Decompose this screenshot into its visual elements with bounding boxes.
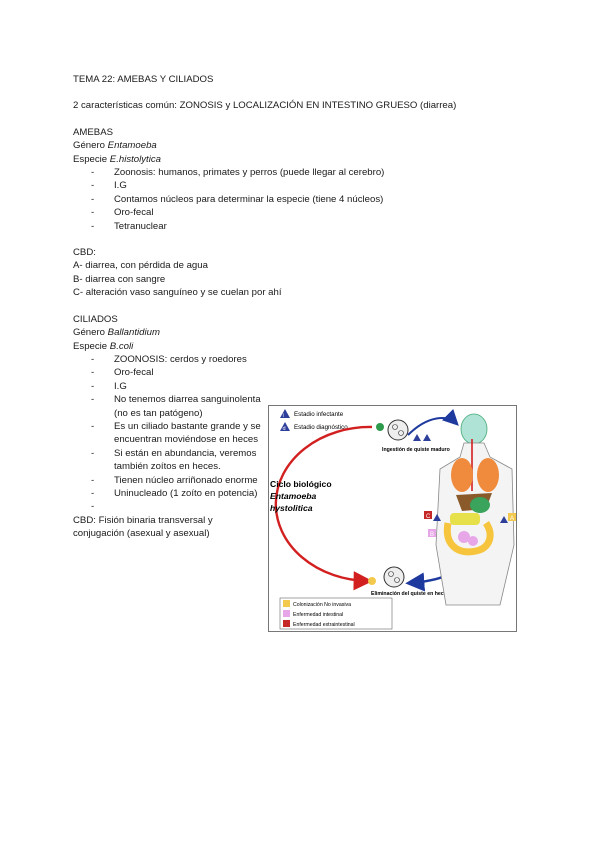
amebas-cbd-b: B- diarrea con sangre [73, 273, 166, 285]
triangle-icon [280, 409, 290, 418]
list-item: Oro-fecal [91, 206, 513, 220]
legend-diagnostic: d Estadio diagnóstico [280, 422, 348, 432]
page-title: TEMA 22: AMEBAS Y CILIADOS [73, 74, 214, 85]
svg-text:Estadio diagnóstico: Estadio diagnóstico [294, 424, 348, 431]
intro-text: 2 características común: ZONOSIS y LOCAL… [73, 100, 457, 112]
svg-text:A: A [510, 516, 514, 522]
svg-text:Estadio infectante: Estadio infectante [294, 411, 344, 418]
ciliados-heading: CILIADOS [73, 313, 118, 325]
ciliados-species: Especie B.coli [73, 340, 134, 352]
ciliados-genus-name: Ballantidium [107, 327, 160, 339]
key-a-label: Colonización No invasiva [293, 602, 351, 608]
list-item: I.G [91, 380, 269, 394]
amebas-cbd-a: A- diarrea, con pérdida de agua [73, 260, 208, 272]
amebas-cbd-heading: CBD: [73, 247, 96, 259]
eliminated-cyst-icon [368, 566, 405, 588]
amebas-genus-name: Entamoeba [107, 140, 157, 152]
amebas-species-name: E.histolytica [109, 153, 161, 165]
elimination-label: Eliminación del quiste en heces [371, 591, 450, 597]
list-item: Tetranuclear [91, 220, 513, 234]
ciliados-species-name: B.coli [109, 340, 134, 352]
list-item: Uninucleado (1 zoíto en potencia) [91, 487, 269, 501]
key-c-label: Enfermedad extraintestinal [293, 622, 355, 628]
list-item: I.G [91, 179, 513, 193]
ciliados-bullets: ZOONOSIS: cerdos y roedores Oro-fecal I.… [73, 353, 269, 514]
list-item: Oro-fecal [91, 366, 269, 380]
stage-c-marker: C [424, 511, 441, 521]
human-body-icon [435, 413, 515, 606]
list-item: Contamos núcleos para determinar la espe… [91, 193, 513, 207]
svg-text:C: C [426, 514, 431, 520]
cycle-title: Ciclo biológico [270, 479, 332, 489]
amebas-species: Especie E.histolytica [73, 153, 161, 165]
amebas-bullets: Zoonosis: humanos, primates y perros (pu… [73, 166, 513, 233]
document-body: TEMA 22: AMEBAS Y CILIADOS 2 característ… [73, 73, 513, 541]
cycle-species: hystolitica [270, 503, 313, 513]
amebas-genus: Género Entamoeba [73, 140, 157, 152]
list-item: No tenemos diarrea sanguinolenta (no es … [91, 393, 269, 420]
key-b-label: Enfermedad intestinal [293, 612, 343, 618]
amebas-cbd-c: C- alteración vaso sanguíneo y se cuelan… [73, 287, 282, 299]
ciliados-genus: Género Ballantidium [73, 327, 160, 339]
ingestion-label: Ingestión de quiste maduro [382, 447, 450, 453]
svg-text:i: i [283, 413, 284, 419]
list-item: Zoonosis: humanos, primates y perros (pu… [91, 166, 513, 180]
list-item: ZOONOSIS: cerdos y roedores [91, 353, 269, 367]
list-item [91, 500, 269, 514]
triangle-icon [280, 422, 290, 431]
ciliados-cbd: CBD: Fisión binaria transversal y conjug… [73, 514, 213, 540]
life-cycle-figure: i Estadio infectante d Estadio diagnósti… [268, 405, 517, 632]
list-item: Es un ciliado bastante grande y se encue… [91, 420, 269, 447]
stage-b-marker: B [428, 529, 436, 538]
list-item: Tienen núcleo arriñonado enorme [91, 474, 269, 488]
list-item: Si están en abundancia, veremos también … [91, 447, 269, 474]
cycle-genus: Entamoeba [270, 491, 317, 501]
svg-text:d: d [283, 426, 286, 432]
red-cycle-arrow [274, 425, 373, 591]
amebas-heading: AMEBAS [73, 126, 113, 138]
svg-text:B: B [430, 532, 434, 538]
stage-a-marker: A [500, 513, 516, 523]
legend-infective: i Estadio infectante [280, 409, 344, 419]
ingested-cyst-icon [376, 419, 431, 441]
blue-arrow-to-mouth [407, 408, 459, 436]
stage-key: Colonización No invasiva Enfermedad inte… [279, 597, 393, 630]
